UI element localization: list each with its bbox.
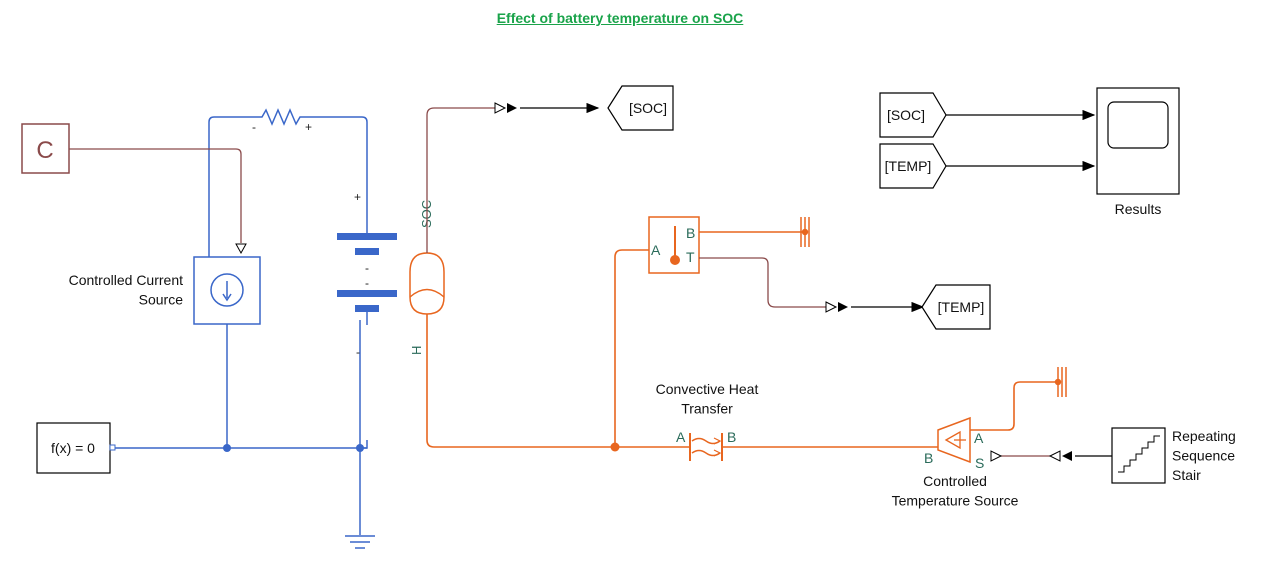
goto-temp-block[interactable]: [TEMP] <box>921 284 991 330</box>
sensor-port-b: B <box>686 225 695 241</box>
constant-block[interactable]: C <box>21 123 70 174</box>
goto-temp-label: [TEMP] <box>938 299 985 315</box>
convective-port-a: A <box>676 429 686 445</box>
signal-port-arrow <box>235 243 247 255</box>
junction-node <box>223 444 231 452</box>
from-soc-label: [SOC] <box>887 107 925 123</box>
soc-signal-line <box>426 102 600 253</box>
ps-converter-arrow <box>838 302 848 312</box>
temperature-source-port-a: A <box>974 430 984 446</box>
temperature-source-port-s: S <box>975 455 984 471</box>
battery-plus-label: + <box>354 190 361 204</box>
ps-converter-arrow <box>1062 451 1072 461</box>
sensor-port-a: A <box>651 242 661 258</box>
thermal-reference[interactable] <box>800 217 810 247</box>
from-soc-block[interactable]: [SOC] <box>879 92 947 138</box>
thermal-wires <box>426 231 1058 448</box>
diagram-title: Effect of battery temperature on SOC <box>496 10 744 26</box>
resistor-plus-label: + <box>305 120 312 134</box>
from-temp-block[interactable]: [TEMP] <box>879 143 947 189</box>
temp-signal-line <box>699 257 925 313</box>
electrical-wires <box>115 116 368 535</box>
battery-thermal-port[interactable] <box>409 252 445 315</box>
convective-port-b: B <box>727 429 736 445</box>
electrical-reference-ground[interactable] <box>345 535 375 549</box>
junction-node <box>356 444 364 452</box>
solver-configuration-label: f(x) = 0 <box>51 440 95 456</box>
resistor[interactable]: - + <box>252 108 312 134</box>
scope-label: Results <box>1115 201 1162 217</box>
thermal-junction-node <box>610 442 620 452</box>
ps-converter-arrow <box>1048 450 1061 462</box>
temperature-sensor[interactable]: A B T <box>648 216 700 274</box>
sensor-port-t: T <box>686 249 695 265</box>
constant-symbol: C <box>36 137 53 164</box>
ps-converter-arrow <box>494 102 507 114</box>
battery-h-port-label: H <box>409 346 424 355</box>
goto-soc-label: [SOC] <box>629 100 667 116</box>
scope-block-results[interactable]: Results <box>1096 87 1180 217</box>
goto-soc-block[interactable]: [SOC] <box>607 85 674 131</box>
physical-signal-line <box>69 148 242 243</box>
battery-minus-terminal: - <box>356 345 360 359</box>
battery-minus-label: - <box>365 276 369 290</box>
thermal-reference[interactable] <box>1054 367 1067 397</box>
from-temp-label: [TEMP] <box>885 158 932 174</box>
signal-port-arrow <box>990 450 1003 462</box>
ps-converter-arrow <box>507 103 517 113</box>
temperature-source-port-b: B <box>924 450 933 466</box>
scope-signal-lines <box>946 109 1096 172</box>
ps-converter-arrow <box>825 301 838 313</box>
resistor-minus-label: - <box>252 120 256 134</box>
battery-minus-label: - <box>365 261 369 275</box>
solver-configuration[interactable]: f(x) = 0 <box>36 422 116 474</box>
